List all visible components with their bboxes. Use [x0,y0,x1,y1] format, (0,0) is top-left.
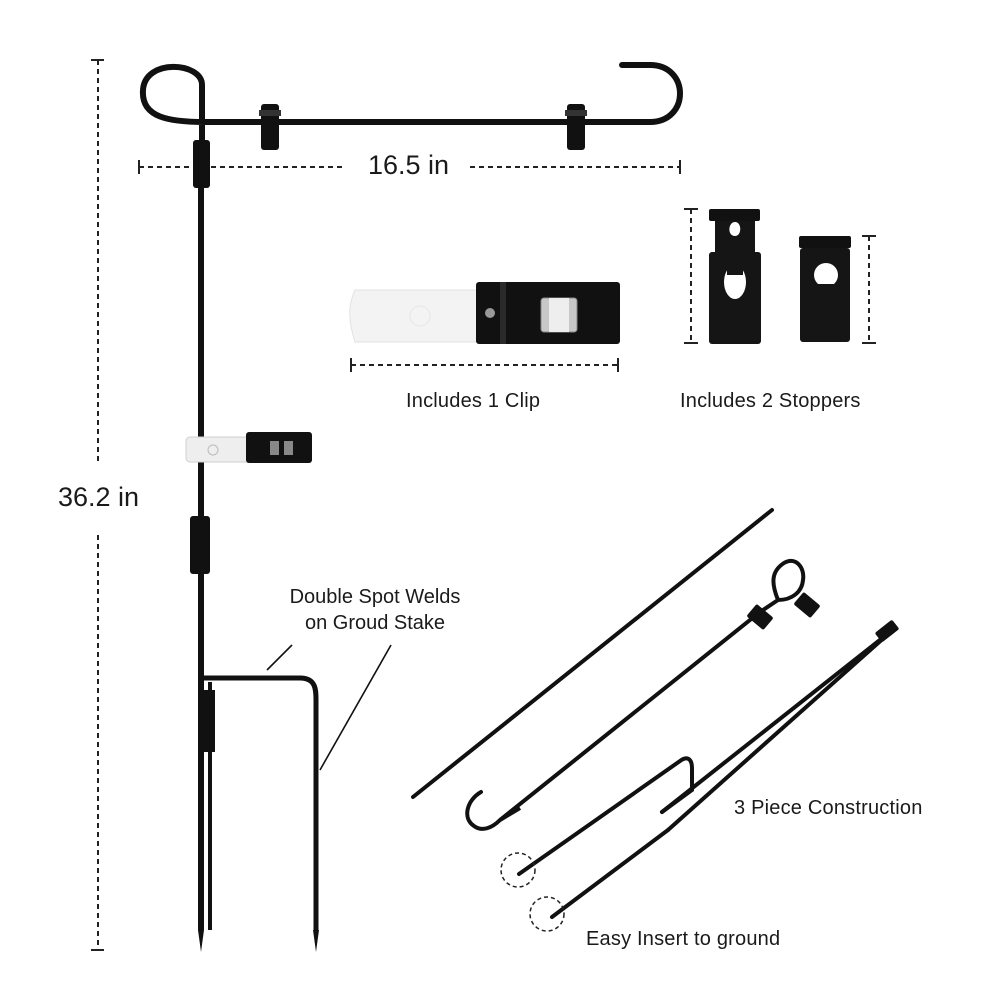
piece-crossbar [465,559,806,831]
insert-tip-highlight-2 [529,896,565,932]
middle-sleeve [190,516,210,574]
top-sleeve [193,140,210,188]
insert-caption: Easy Insert to ground [586,928,781,950]
width-dimension-line [138,160,681,174]
height-dimension-line [91,59,104,951]
stopper-small-cap [799,236,851,248]
stopper-large-cap [709,209,760,221]
welds-caption: Double Spot Welds on Groud Stake [262,584,488,636]
clip-detail [349,282,620,372]
width-dimension-label: 16.5 in [364,150,454,181]
stoppers-caption: Includes 2 Stoppers [680,390,861,413]
height-dimension-label: 36.2 in [58,482,140,513]
welds-caption-line1: Double Spot Welds [289,586,461,608]
piece-stake [517,756,694,876]
piece-stake-sleeve [875,620,899,642]
weld-callout-lines [266,644,392,771]
construction-caption: 3 Piece Construction [734,797,923,819]
stopper-small-body [800,248,850,342]
weld-plate [199,690,215,752]
top-crossbar [139,62,683,145]
disassembled-pieces [411,508,899,932]
insert-tip-highlight-1 [500,852,536,888]
piece-crossbar-stopper-2 [794,592,820,618]
clip-fabric-tab [349,289,481,343]
piece-crossbar-stopper-1 [747,604,773,630]
piece-top-rod [411,508,774,799]
assembled-flag-stand [139,62,683,952]
stoppers-detail [684,208,876,344]
ground-stake [204,675,319,930]
welds-caption-line2: on Groud Stake [304,612,446,634]
clip-caption: Includes 1 Clip [406,390,541,413]
